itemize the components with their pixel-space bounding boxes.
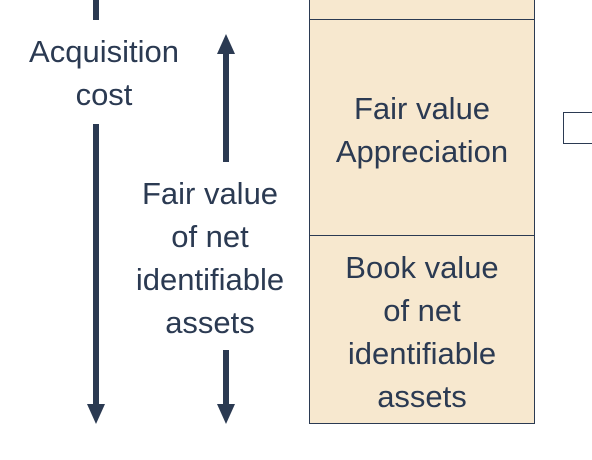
right-edge-box xyxy=(563,112,592,144)
book-value-line4: assets xyxy=(377,379,467,414)
fair-value-line2: of net xyxy=(171,219,249,254)
fair-value-line4: assets xyxy=(165,305,255,340)
appreciation-line1: Fair value xyxy=(353,91,491,126)
fairvalue-up-arrowhead xyxy=(217,34,235,54)
acquisition-cost-line1: Acquisition xyxy=(29,34,179,69)
book-value-line2: of net xyxy=(383,293,461,328)
acquisition-down-arrowhead xyxy=(87,404,105,424)
book-value-text: Book value of net identifiable assets xyxy=(310,246,534,418)
book-value-line3: identifiable xyxy=(347,336,497,371)
acquisition-cost-label: Acquisition cost xyxy=(16,30,192,116)
top-partial-box xyxy=(309,0,535,20)
appreciation-box: Fair value Appreciation xyxy=(309,19,535,236)
fair-value-line1: Fair value xyxy=(141,176,279,211)
appreciation-text: Fair value Appreciation xyxy=(310,87,534,173)
fairvalue-down-arrowhead xyxy=(217,404,235,424)
acquisition-cost-line2: cost xyxy=(75,77,133,112)
book-value-line1: Book value xyxy=(345,250,499,285)
book-value-box: Book value of net identifiable assets xyxy=(309,235,535,424)
fair-value-line3: identifiable xyxy=(135,262,285,297)
appreciation-line2: Appreciation xyxy=(335,134,509,169)
fair-value-net-assets-label: Fair value of net identifiable assets xyxy=(118,172,302,344)
